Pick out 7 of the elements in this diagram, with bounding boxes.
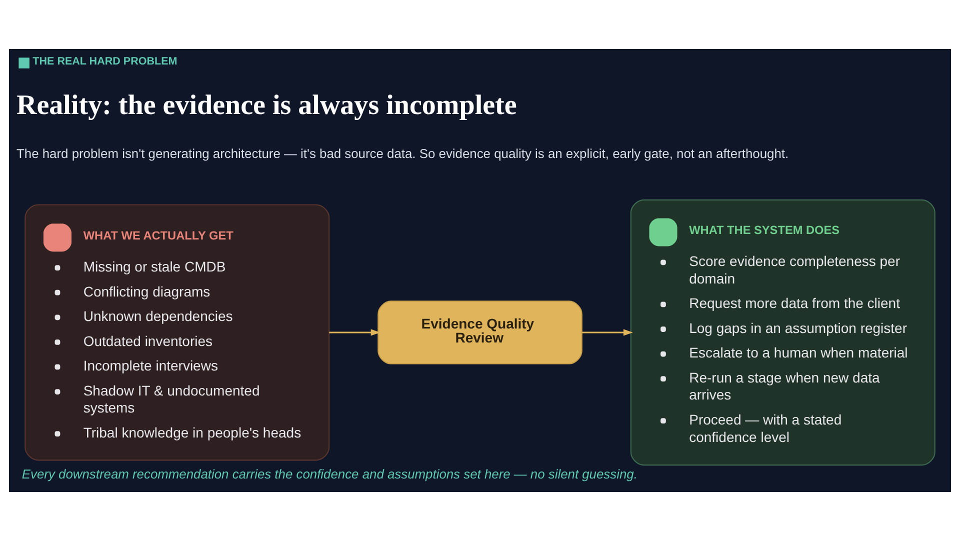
caption: Every downstream recommendation carries the confidence and assumptions set here — no silent guessing. xyxy=(22,466,638,482)
diagram-title: Reality: the evidence is always incomplete xyxy=(16,89,517,120)
label: The hard problem isn't generating architecture — it's bad source data. So evidence quality is an explicit, early gate, not an afterthought. xyxy=(16,145,789,160)
arrow xyxy=(582,328,633,336)
node-box: Evidence Quality Review xyxy=(378,300,582,364)
arrow xyxy=(329,328,380,336)
label: THE REAL HARD PROBLEM xyxy=(32,55,178,68)
